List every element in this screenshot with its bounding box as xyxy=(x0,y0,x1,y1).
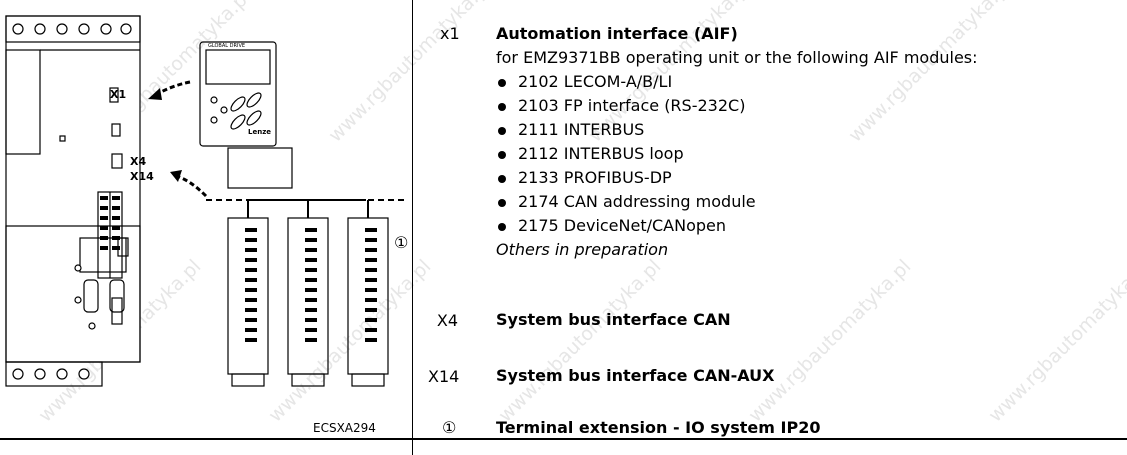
keypad-brand: Lenze xyxy=(248,128,271,136)
label-x4: X4 xyxy=(130,155,146,168)
label-x1: X1 xyxy=(110,88,126,101)
figure-id: ECSXA294 xyxy=(313,421,376,435)
watermark: www.rgbautomatyka.pl xyxy=(984,255,1127,427)
aif-module-list: 2102 LECOM-A/B/LI 2103 FP interface (RS-… xyxy=(496,70,978,238)
item-code-x14: X14 xyxy=(428,367,460,386)
list-item: 2112 INTERBUS loop xyxy=(496,142,978,166)
item-code-marker: ① xyxy=(442,418,457,437)
list-item: 2175 DeviceNet/CANopen xyxy=(496,214,978,238)
item-x1: Automation interface (AIF) for EMZ9371BB… xyxy=(496,22,978,262)
item-title-x4: System bus interface CAN xyxy=(496,310,731,329)
list-item: 2174 CAN addressing module xyxy=(496,190,978,214)
list-item: 2111 INTERBUS xyxy=(496,118,978,142)
label-x14: X14 xyxy=(130,170,154,183)
device-drawing: X1 X4 X14 ① GLOBAL DRIVE Lenze xyxy=(5,15,408,387)
item-title-x1: Automation interface (AIF) xyxy=(496,24,738,43)
bottom-rule xyxy=(0,438,1127,440)
list-item: 2133 PROFIBUS-DP xyxy=(496,166,978,190)
keypad-title: GLOBAL DRIVE xyxy=(208,43,245,49)
column-divider xyxy=(412,0,413,455)
watermark: www.rgbautomatyka.pl xyxy=(744,255,916,427)
item-title-x14: System bus interface CAN-AUX xyxy=(496,366,775,385)
module-marker: ① xyxy=(394,233,408,252)
item-title-terminal-extension: Terminal extension - IO system IP20 xyxy=(496,418,821,437)
list-item: 2102 LECOM-A/B/LI xyxy=(496,70,978,94)
item-code-x4: X4 xyxy=(436,311,458,330)
item-code-x1: x1 xyxy=(440,24,460,43)
item-note-x1: Others in preparation xyxy=(496,240,669,259)
item-description-x1: for EMZ9371BB operating unit or the foll… xyxy=(496,48,978,67)
list-item: 2103 FP interface (RS-232C) xyxy=(496,94,978,118)
watermark: www.rgbautomatyka.pl xyxy=(494,255,666,427)
